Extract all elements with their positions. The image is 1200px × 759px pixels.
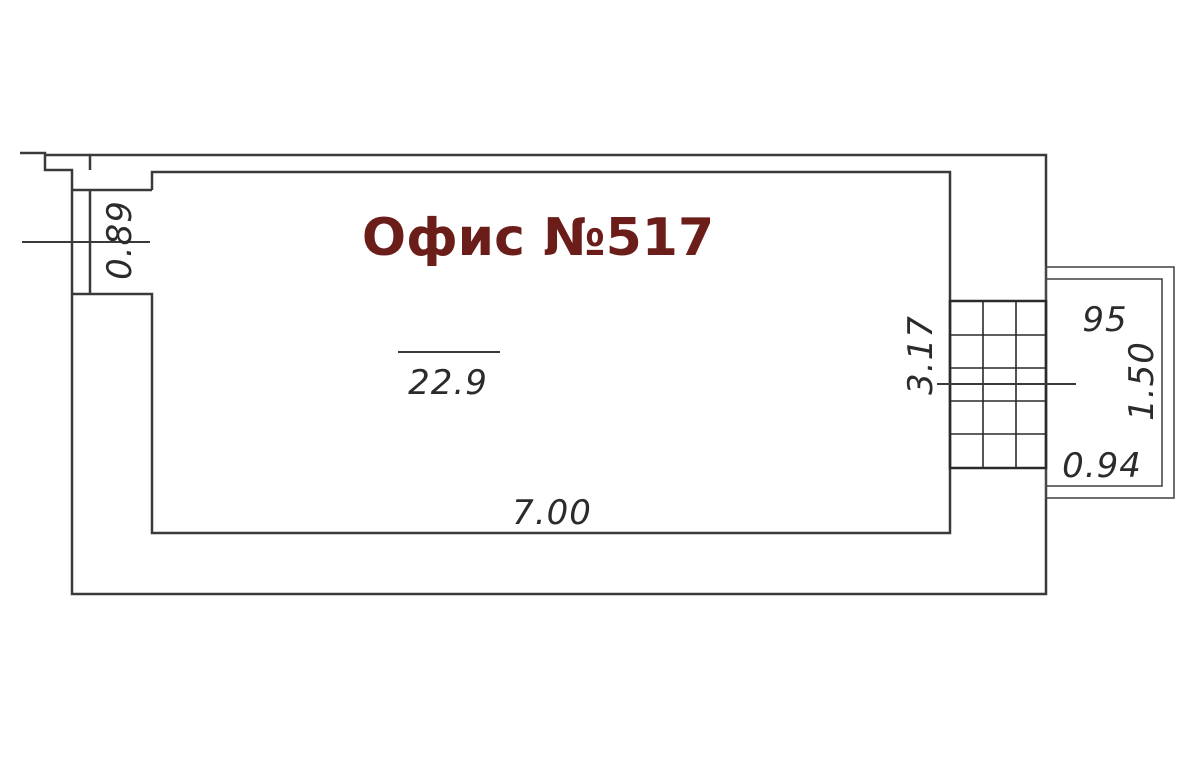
balcony-depth-label: 0.94 <box>1062 446 1142 486</box>
room-width-label: 3.17 <box>901 315 941 395</box>
area-label: 22.9 <box>408 363 488 403</box>
office-title: Офис №517 <box>362 208 714 268</box>
room-length-label: 7.00 <box>512 493 592 533</box>
niche-width-label: 0.89 <box>100 200 140 280</box>
outer-wall <box>20 151 1048 596</box>
balcony-width-label: 1.50 <box>1122 341 1162 421</box>
balcony-number-label: 95 <box>1082 300 1127 340</box>
